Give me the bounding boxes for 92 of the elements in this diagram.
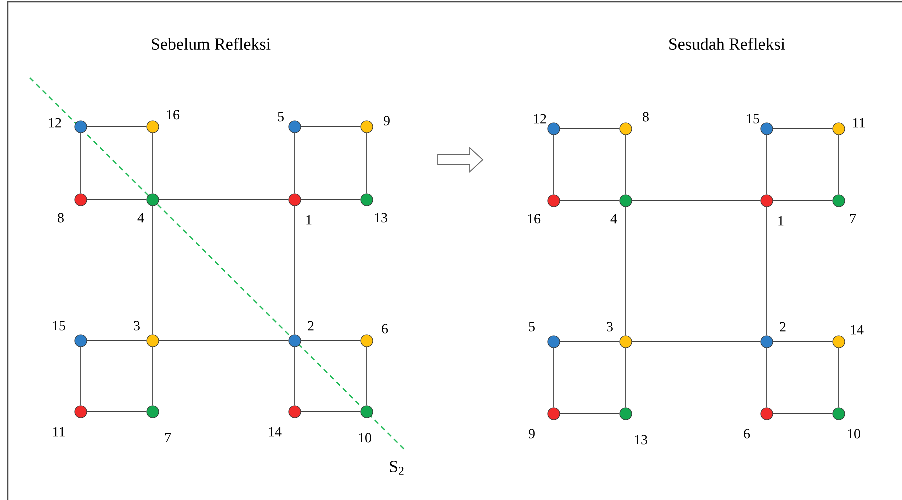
vertex-number: 14 — [269, 427, 282, 437]
vertex-circle — [832, 194, 846, 208]
graph-edge — [294, 132, 296, 194]
graph-edge — [766, 134, 768, 196]
vertex-circle — [288, 334, 302, 348]
vertex-number: 3 — [134, 321, 140, 331]
vertex-number: 1 — [306, 215, 312, 225]
vertex-circle — [832, 122, 846, 136]
graph-title: Sesudah Refleksi — [670, 38, 786, 50]
graph-title: Sebelum Refleksi — [152, 38, 271, 50]
vertex-number: 10 — [848, 429, 860, 439]
vertex-number: 8 — [643, 112, 649, 122]
vertex-circle — [146, 406, 160, 418]
vertex-number: 16 — [528, 214, 541, 224]
vertex-circle — [360, 334, 374, 348]
graph-edge — [560, 128, 620, 130]
vertex-number: 6 — [744, 429, 750, 439]
graph-edge — [80, 132, 82, 194]
graph-edge — [80, 346, 82, 406]
vertex-number: 11 — [54, 427, 65, 437]
vertex-circle — [74, 334, 88, 348]
vertex-circle — [74, 406, 88, 418]
vertex-circle — [620, 122, 632, 136]
vertex-circle — [548, 194, 560, 208]
vertex-number: 5 — [529, 322, 535, 332]
vertex-circle — [146, 334, 160, 348]
vertex-circle — [360, 194, 374, 206]
vertex-number: 8 — [58, 213, 64, 223]
vertex-number: 14 — [851, 325, 864, 335]
vertex-number: 7 — [850, 214, 856, 224]
graph-edge — [294, 206, 296, 336]
vertex-number: 4 — [138, 213, 144, 223]
vertex-circle — [548, 408, 560, 420]
vertex-circle — [832, 408, 846, 420]
graph-edge — [158, 340, 290, 342]
vertex-circle — [620, 408, 632, 420]
vertex-number: 16 — [167, 110, 180, 120]
vertex-number: 9 — [384, 116, 390, 126]
vertex-number: 12 — [49, 118, 62, 128]
vertex-circle — [288, 194, 302, 206]
vertex-circle — [360, 406, 374, 418]
vertex-circle — [620, 336, 632, 348]
vertex-circle — [760, 122, 774, 136]
graph-edge — [152, 132, 154, 194]
vertex-number: 13 — [375, 213, 388, 223]
vertex-circle — [74, 194, 88, 206]
graph-edge — [838, 348, 840, 408]
vertex-number: 5 — [278, 112, 284, 122]
vertex-circle — [760, 408, 774, 420]
graph-edge — [366, 132, 368, 194]
graph-edge — [766, 206, 768, 336]
vertex-number: 1 — [778, 216, 784, 226]
graph-edge — [766, 348, 768, 408]
vertex-circle — [146, 194, 160, 206]
axis-label: S$_{2}$ — [390, 461, 404, 475]
vertex-circle — [146, 120, 160, 134]
graph-edge — [772, 128, 834, 130]
vertex-circle — [548, 122, 560, 136]
vertex-circle — [620, 194, 632, 208]
vertex-number: 15 — [747, 114, 760, 124]
graph-edge — [152, 206, 154, 336]
vertex-circle — [548, 336, 560, 348]
vertex-number: 2 — [308, 321, 314, 331]
graph-edge — [152, 346, 154, 406]
vertex-number: 15 — [53, 321, 66, 331]
vertex-number: 13 — [635, 435, 648, 445]
graph-edge — [632, 200, 762, 202]
vertex-circle — [832, 336, 846, 348]
vertex-number: 3 — [607, 322, 613, 332]
graph-edge — [294, 346, 296, 406]
graph-edge — [300, 340, 362, 342]
graph-edge — [300, 126, 362, 128]
graph-edge — [86, 126, 148, 128]
vertex-number: 11 — [854, 118, 865, 128]
vertex-circle — [288, 120, 302, 134]
vertex-circle — [360, 120, 374, 134]
graph-edge — [772, 200, 834, 202]
vertex-number: 4 — [610, 214, 618, 224]
vertex-number: 7 — [165, 433, 172, 443]
vertex-number: 9 — [528, 429, 535, 439]
vertex-number: 2 — [780, 322, 786, 332]
vertex-number: 6 — [382, 324, 388, 334]
vertex-circle — [288, 406, 302, 418]
vertex-circle — [760, 194, 774, 208]
graph-edge — [366, 346, 368, 406]
graph-edge — [86, 340, 148, 342]
vertex-number: 12 — [534, 114, 546, 124]
vertex-circle — [760, 336, 774, 348]
vertex-circle — [74, 120, 88, 134]
graph-edge — [838, 134, 840, 196]
graph-edge — [560, 200, 620, 202]
vertex-number: 10 — [359, 433, 372, 443]
